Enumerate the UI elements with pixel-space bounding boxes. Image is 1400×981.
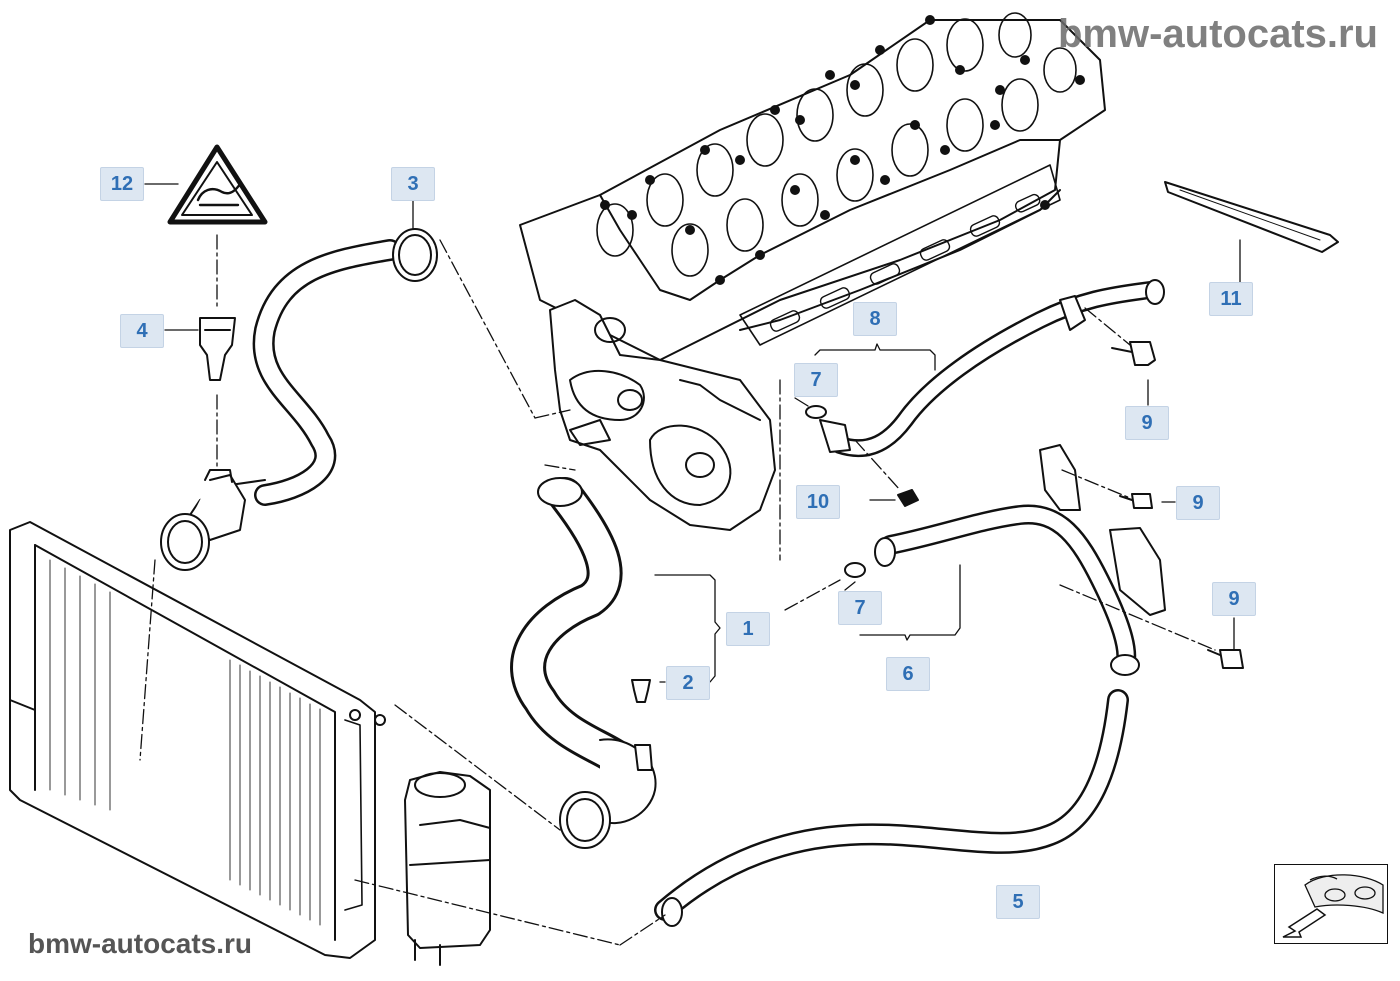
- hot-coolant-warning-icon: [167, 144, 268, 225]
- radiator: [9, 521, 386, 959]
- expansion-tank: [404, 771, 491, 966]
- cylinder-head: [519, 12, 1106, 531]
- bolts: [1111, 341, 1244, 669]
- leader-lines: [144, 183, 1241, 683]
- o-rings: [805, 405, 919, 578]
- watermark-top: bmw-autocats.ru: [1057, 12, 1378, 56]
- callout-7-upper[interactable]: 7: [794, 363, 838, 397]
- callout-4[interactable]: 4: [120, 314, 164, 348]
- callout-8[interactable]: 8: [853, 302, 897, 336]
- watermark-bottom: bmw-autocats.ru: [28, 928, 253, 959]
- vehicle-view-nav-icon[interactable]: [1274, 864, 1388, 944]
- water-pipe: [874, 444, 1166, 676]
- callout-5[interactable]: 5: [996, 885, 1040, 919]
- bleed-screw: [631, 679, 651, 703]
- callout-7-lower[interactable]: 7: [838, 591, 882, 625]
- callout-9-top[interactable]: 9: [1125, 406, 1169, 440]
- dashed-guides: [139, 234, 1216, 946]
- expansion-hose: [654, 689, 1129, 927]
- callout-9-bottom[interactable]: 9: [1212, 582, 1256, 616]
- bypass-pipe: [819, 279, 1165, 458]
- callout-1[interactable]: 1: [726, 612, 770, 646]
- callout-12[interactable]: 12: [100, 167, 144, 201]
- callout-3[interactable]: 3: [391, 167, 435, 201]
- upper-radiator-hose: [160, 228, 438, 571]
- callout-11[interactable]: 11: [1209, 282, 1253, 316]
- callout-10[interactable]: 10: [796, 485, 840, 519]
- car-front-icon: [1282, 874, 1384, 938]
- temperature-sensor: [199, 317, 236, 381]
- callout-2[interactable]: 2: [666, 666, 710, 700]
- callout-6[interactable]: 6: [886, 657, 930, 691]
- lower-radiator-hose: [510, 477, 657, 849]
- cable-tie: [1164, 181, 1339, 253]
- callout-9-middle[interactable]: 9: [1176, 486, 1220, 520]
